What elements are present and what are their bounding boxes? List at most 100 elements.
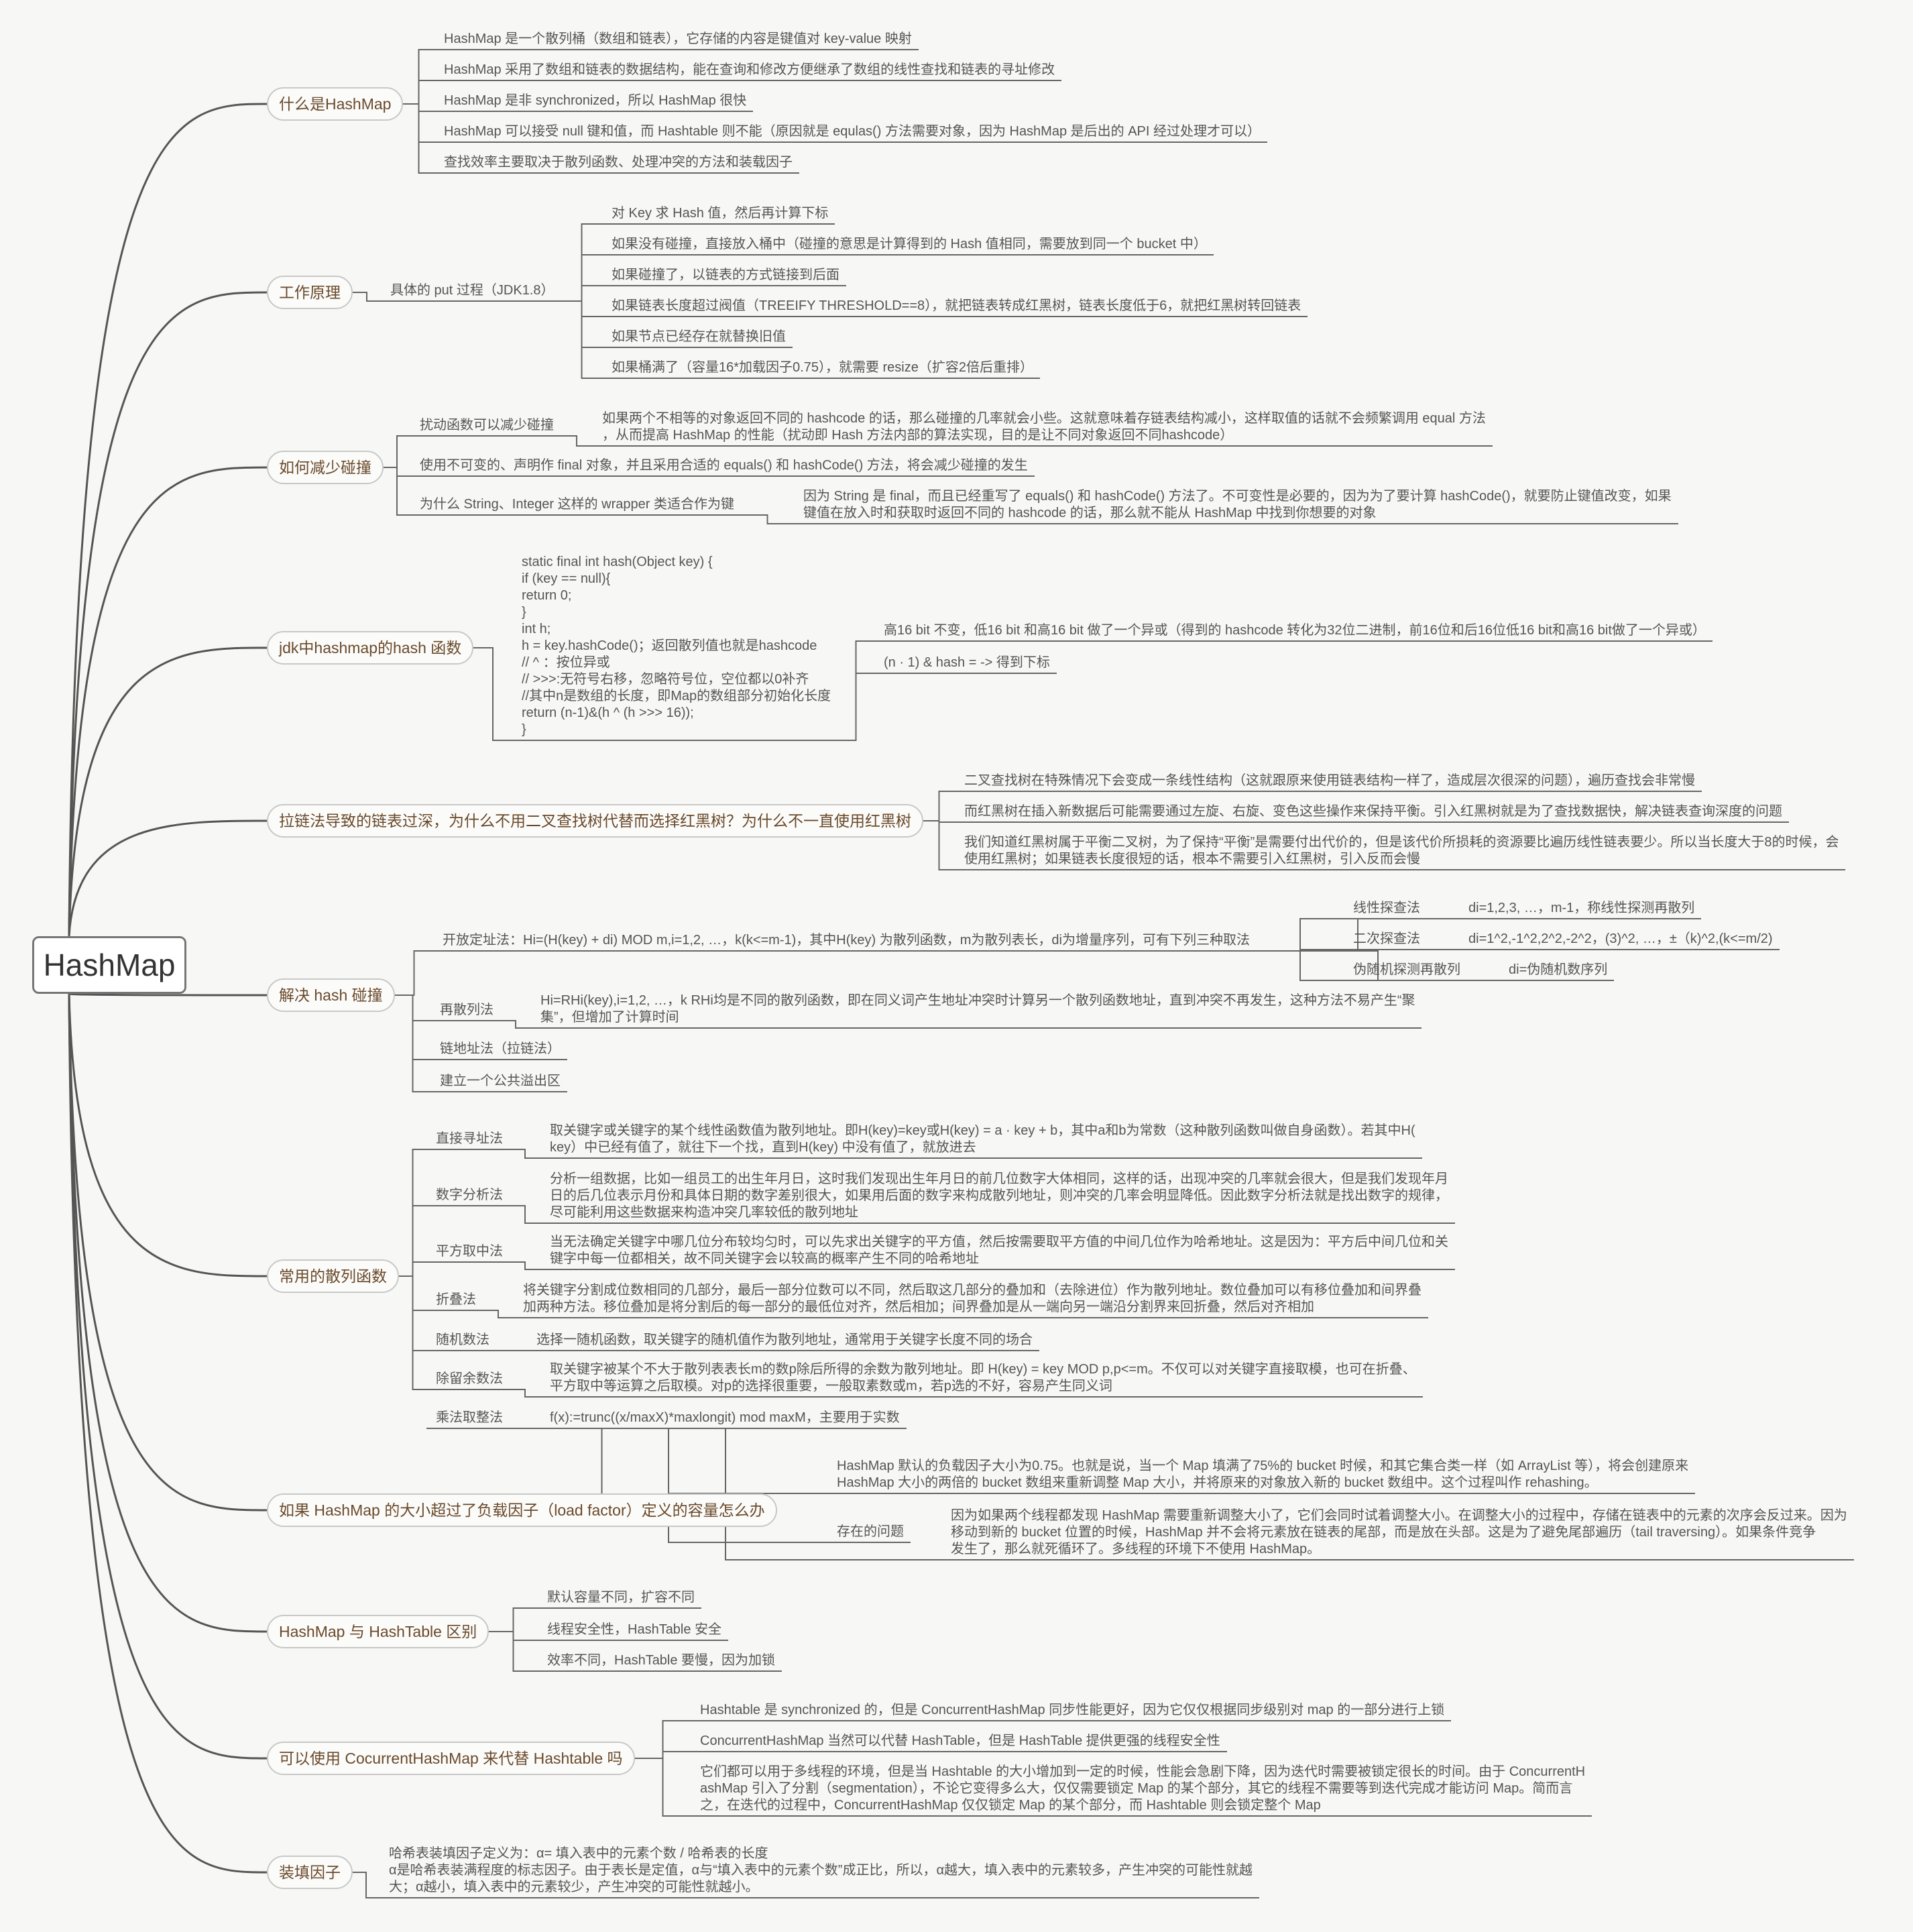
sub-connector [837,673,874,741]
branch-connector [403,80,434,105]
branch-hash-function[interactable]: jdk中hashmap的hash 函数 [267,631,474,665]
leaf-node: ConcurrentHashMap 当然可以代替 HashTable，但是 Ha… [700,1734,1220,1748]
branch-connector [399,1261,426,1277]
trunk-line [68,993,268,1633]
branch-connector [923,791,955,821]
leaf-node: (n · 1) & hash = -> 得到下标 [884,655,1050,670]
sub-connector [1257,918,1344,952]
method-detail: di=伪随机数序列 [1509,962,1608,977]
leaf-node: 查找效率主要取决于散列函数、处理冲突的方法和装载因子 [444,155,793,170]
detail-node: 如果两个不相等的对象返回不同的 hashcode 的话，那么碰撞的几率就会小些。… [602,411,1486,443]
leaf-node: 我们知道红黑树属于平衡二叉树，为了保持“平衡”是需要付出代价的，但是该代价所损耗… [964,835,1839,866]
trunk-line [68,993,268,1512]
sub-connector [1257,950,1344,981]
leaf-node: 二叉查找树在特殊情况下会变成一条线性结构（这就跟原来使用链表结构一样了，造成层次… [964,773,1695,788]
branch-load-factor[interactable]: 装填因子 [267,1856,353,1889]
trunk-line [68,993,268,1277]
trunk-line [68,103,268,937]
detail-node: Hi=RHi(key),i=1,2, …，k RHi均是不同的散列函数，即在同义… [540,993,1415,1025]
sub-node-overflow: 建立一个公共溢出区 [440,1074,561,1088]
sub-node-open-addressing: 开放定址法：Hi=(H(key) + di) MOD m,i=1,2, …，k(… [443,933,1250,948]
sub-connector [561,300,602,379]
leaf-node: 线程安全性，HashTable 安全 [547,1622,722,1637]
leaf-node: 如果节点已经存在就替换旧值 [612,329,786,344]
leaf-node: HashMap 是非 synchronized，所以 HashMap 很快 [444,93,747,108]
branch-working-principle[interactable]: 工作原理 [267,276,353,309]
method-name: 数字分析法 [436,1188,503,1202]
branch-concurrenthashmap[interactable]: 可以使用 CocurrentHashMap 来代替 Hashtable 吗 [267,1742,635,1775]
detail-node: 因为如果两个线程都发现 HashMap 需要重新调整大小了，它们会同时试着调整大… [951,1508,1847,1556]
trunk-line [68,291,268,937]
method-name: 乘法取整法 [436,1410,503,1425]
sub-node: 为什么 String、Integer 这样的 wrapper 类适合作为键 [420,497,734,512]
sub-node: 扰动函数可以减少碰撞 [420,418,554,433]
sub-connector [561,285,602,302]
code-block: static final int hash(Object key) { if (… [522,555,831,737]
sub-connector [510,1389,540,1398]
branch-red-black-tree[interactable]: 拉链法导致的链表过深，为什么不用二叉查找树代替而选择红黑树？为什么不一直使用红黑… [267,804,923,838]
branch-hash-functions[interactable]: 常用的散列函数 [267,1259,399,1293]
branch-connector [353,292,381,302]
leaf-node: 它们都可以用于多线程的环境，但是当 Hashtable 的大小增加到一定的时候，… [700,1764,1586,1813]
leaf-node: HashMap 可以接受 null 键和值，而 Hashtable 则不能（原因… [444,124,1261,139]
sub-node: 使用不可变的、声明作 final 对象，并且采用合适的 equals() 和 h… [420,458,1028,473]
detail-node: 因为 String 是 final，而且已经重写了 equals() 和 has… [803,489,1672,520]
branch-hashmap-vs-hashtable[interactable]: HashMap 与 HashTable 区别 [267,1615,489,1648]
sub-connector [510,1261,540,1270]
method-detail: 分析一组数据，比如一组员工的出生年月日，这时我们发现出生年月日的前几位数字大体相… [550,1172,1448,1220]
method-name: 二次探查法 [1353,931,1420,946]
sub-connector [500,1020,531,1029]
method-detail: di=1^2,-1^2,2^2,-2^2，(3)^2, …，±（k)^2,(k<… [1468,931,1773,946]
branch-connector [395,950,433,996]
method-detail: 取关键字或关键字的某个线性函数值为散列地址。即H(key)=key或H(key)… [550,1123,1415,1155]
branch-reduce-collision[interactable]: 如何减少碰撞 [267,451,384,484]
branch-load-factor-exceeded[interactable]: 如果 HashMap 的大小超过了负载因子（load factor）定义的容量怎… [267,1493,777,1527]
method-name: 直接寻址法 [436,1131,503,1146]
trunk-line [68,466,268,937]
sub-connector [561,435,593,447]
branch-hash-collision[interactable]: 解决 hash 碰撞 [267,978,395,1012]
sub-connector [483,1310,514,1318]
leaf-node: HashMap 默认的负载因子大小为0.75。也就是说，当一个 Map 填满了7… [837,1459,1689,1490]
leaf-node: 效率不同，HashTable 要慢，因为加锁 [547,1653,776,1668]
sub-node-chaining: 链地址法（拉链法） [440,1041,561,1056]
branch-connector [384,435,410,468]
method-name: 除留余数法 [436,1371,503,1386]
sub-connector [741,514,794,524]
leaf-node: 默认容量不同，扩容不同 [547,1590,695,1605]
leaf-node: 高16 bit 不变，低16 bit 和高16 bit 做了一个异或（得到的 h… [884,623,1706,638]
branch-connector [473,647,512,741]
sub-connector [1257,950,1499,981]
method-name: 线性探查法 [1353,901,1420,915]
leaf-node: 如果碰撞了，以链表的方式链接到后面 [612,268,839,282]
method-name: 折叠法 [436,1292,476,1307]
branch-what-is-hashmap[interactable]: 什么是HashMap [267,87,404,121]
leaf-node: HashMap 是一个散列桶（数组和链表），它存储的内容是键值对 key-val… [444,32,912,46]
branch-connector [489,1631,538,1672]
trunk-line [68,819,268,937]
trunk-line [68,992,268,997]
method-detail: 取关键字被某个不大于散列表表长m的数p除后所得的余数为散列地址。即 H(key)… [550,1362,1416,1394]
leaf-node: 如果桶满了（容量16*加载因子0.75），就需要 resize（扩容2倍后重排） [612,360,1033,375]
sub-node-problem: 存在的问题 [837,1524,904,1539]
branch-connector [384,467,410,516]
trunk-line [68,646,268,937]
branch-connector [635,1758,691,1817]
method-detail: 当无法确定关键字中哪几位分布较均匀时，可以先求出关键字的平方值，然后按需要取平方… [550,1235,1448,1266]
method-detail: f(x):=trunc((x/maxX)*maxlongit) mod maxM… [550,1410,900,1425]
sub-node-put-process: 具体的 put 过程（JDK1.8） [390,283,555,298]
leaf-node: 如果没有碰撞，直接放入桶中（碰撞的意思是计算得到的 Hash 值相同，需要放到同… [612,237,1207,251]
sub-connector [510,1205,540,1224]
method-name: 随机数法 [436,1332,489,1347]
leaf-node: 哈希表装填因子定义为：α= 填入表中的元素个数 / 哈希表的长度 α是哈希表装满… [389,1846,1253,1894]
sub-node-rehash: 再散列法 [440,1003,494,1017]
leaf-node: HashMap 采用了数组和链表的数据结构，能在查询和修改方便继承了数组的线性查… [444,62,1055,77]
trunk-line [68,993,268,1760]
branch-connector [635,1751,691,1759]
method-name: 伪随机探测再散列 [1353,962,1460,977]
leaf-node: 而红黑树在插入新数据后可能需要通过左旋、右旋、变色这些操作来保持平衡。引入红黑树… [964,804,1782,819]
leaf-node: Hashtable 是 synchronized 的，但是 Concurrent… [700,1703,1445,1717]
method-detail: di=1,2,3, …，m-1，称线性探测再散列 [1468,901,1695,915]
leaf-node: 如果链表长度超过阀值（TREEIFY THRESHOLD==8），就把链表转成红… [612,298,1301,313]
